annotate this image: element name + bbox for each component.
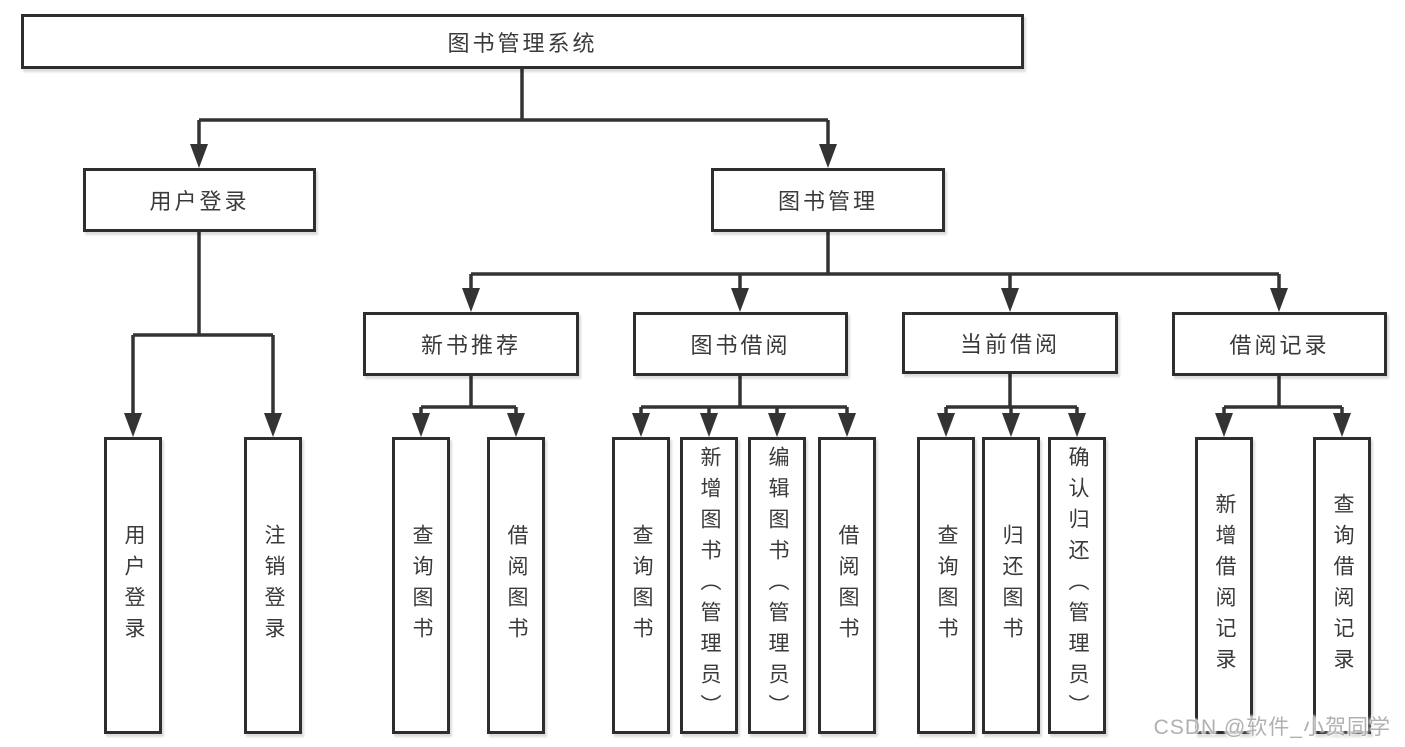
connector-current-borrow-branch (937, 374, 1086, 437)
leaf-bb-query-books: 查询图书 (612, 437, 670, 734)
node-book-borrow: 图书借阅 (633, 312, 848, 376)
node-book-borrow-label: 图书借阅 (690, 333, 791, 358)
connector-root-to-level2 (190, 69, 837, 168)
node-current-borrow: 当前借阅 (902, 312, 1118, 374)
node-book-management: 图书管理 (711, 168, 945, 232)
leaf-user-login: 用户登录 (104, 437, 162, 734)
connector-borrow-records-branch (1215, 376, 1351, 437)
node-new-book-recommend-label: 新书推荐 (420, 333, 521, 358)
arrowhead-icon (1215, 413, 1351, 437)
leaf-cb-query-books: 查询图书 (917, 437, 975, 734)
arrowhead-icon (937, 413, 1086, 437)
leaf-bb-edit-books-admin: 编辑图书（管理员） (748, 437, 806, 734)
node-new-book-recommend: 新书推荐 (363, 312, 579, 376)
leaf-logout-label: 注销登录 (262, 523, 285, 648)
connector-book-borrow-branch (632, 376, 856, 437)
leaf-bb-add-books-admin-label: 新增图书（管理员） (698, 446, 721, 725)
node-book-management-label: 图书管理 (777, 189, 878, 214)
arrowhead-icon (462, 288, 1288, 312)
node-root-label: 图书管理系统 (447, 30, 598, 56)
leaf-cb-query-books-label: 查询图书 (935, 523, 958, 648)
leaf-user-login-label: 用户登录 (122, 523, 145, 648)
leaf-bb-edit-books-admin-label: 编辑图书（管理员） (766, 446, 789, 725)
csdn-watermark: CSDN @软件_小贺同学 (1153, 716, 1391, 739)
leaf-bb-borrow-books-label: 借阅图书 (836, 523, 859, 648)
leaf-logout: 注销登录 (244, 437, 302, 734)
leaf-nbr-query-books-label: 查询图书 (410, 523, 433, 648)
leaf-nbr-borrow-books: 借阅图书 (487, 437, 545, 734)
node-borrow-records-label: 借阅记录 (1229, 333, 1330, 358)
leaf-cb-confirm-return-admin-label: 确认归还（管理员） (1066, 446, 1089, 725)
arrowhead-icon (412, 413, 525, 437)
node-root-system: 图书管理系统 (21, 14, 1024, 69)
leaf-br-add-record: 新增借阅记录 (1195, 437, 1253, 734)
node-current-borrow-label: 当前借阅 (959, 332, 1060, 357)
connector-user-login-branch (124, 232, 282, 437)
leaf-nbr-borrow-books-label: 借阅图书 (505, 523, 528, 648)
leaf-nbr-query-books: 查询图书 (392, 437, 450, 734)
leaf-br-query-record-label: 查询借阅记录 (1331, 492, 1354, 679)
leaf-bb-query-books-label: 查询图书 (630, 523, 653, 648)
leaf-bb-borrow-books: 借阅图书 (818, 437, 876, 734)
connector-book-management-branch (462, 232, 1288, 312)
arrowhead-icon (190, 144, 837, 168)
arrowhead-icon (632, 413, 856, 437)
leaf-br-add-record-label: 新增借阅记录 (1213, 492, 1236, 679)
connector-new-book-recommend-branch (412, 376, 525, 437)
leaf-bb-add-books-admin: 新增图书（管理员） (680, 437, 738, 734)
leaf-br-query-record: 查询借阅记录 (1313, 437, 1371, 734)
node-borrow-records: 借阅记录 (1172, 312, 1387, 376)
arrowhead-icon (124, 413, 282, 437)
leaf-cb-return-books: 归还图书 (982, 437, 1040, 734)
node-user-login: 用户登录 (83, 168, 316, 232)
leaf-cb-return-books-label: 归还图书 (1000, 523, 1023, 648)
leaf-cb-confirm-return-admin: 确认归还（管理员） (1048, 437, 1106, 734)
node-user-login-label: 用户登录 (149, 189, 250, 214)
